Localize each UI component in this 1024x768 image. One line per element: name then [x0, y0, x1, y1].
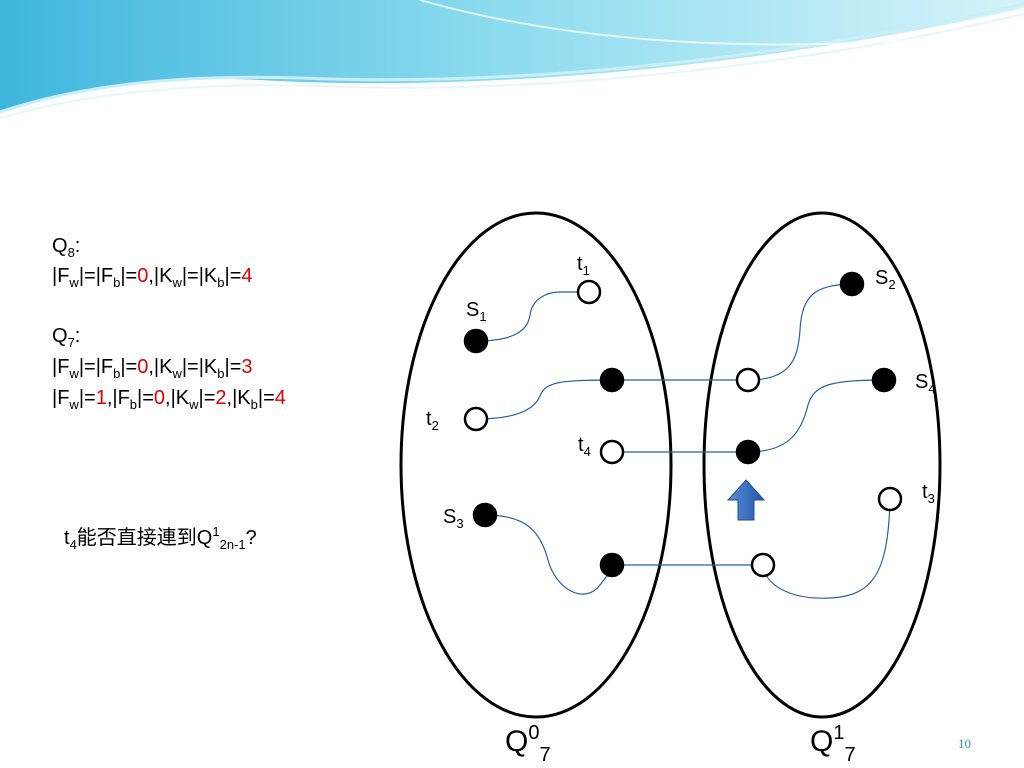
q8-heading: Q8:: [52, 235, 80, 260]
conditions-block: Q8: |Fw|=|Fb|=0,|Kw|=|Kb|=4 Q7: |Fw|=|Fb…: [52, 235, 286, 412]
node-s4: [871, 367, 897, 393]
node-labels: t1 S1 t2 t4 S3 S2 S4 t3: [426, 253, 936, 531]
subcube-left-ellipse: [399, 211, 673, 719]
paths: [475, 283, 891, 599]
page-number: 10: [958, 736, 971, 751]
node-t3: [877, 486, 903, 512]
node-t1: [576, 279, 602, 305]
subcube-right-label: Q17: [810, 722, 856, 766]
node-s1: [463, 328, 489, 354]
node-right-white-2: [750, 552, 776, 578]
path-white-s2: [747, 283, 853, 381]
subcube-right-ellipse: [702, 211, 942, 719]
label-s4: S4: [915, 371, 936, 396]
subcube-left-label: Q07: [505, 722, 551, 766]
path-black-s4: [747, 379, 885, 453]
node-s2: [839, 271, 865, 297]
question-text: t4能否直接連到Q12n-1?: [64, 524, 257, 552]
label-t3: t3: [922, 481, 935, 506]
node-left-black-2: [599, 552, 625, 578]
header-wave: [0, 0, 1024, 119]
q8-counts: |Fw|=|Fb|=0,|Kw|=|Kb|=4: [52, 265, 253, 290]
node-right-white-1: [735, 367, 761, 393]
path-s1-t1: [475, 291, 588, 342]
q7-counts-1: |Fw|=|Fb|=0,|Kw|=|Kb|=3: [52, 356, 253, 381]
node-right-black-1: [735, 439, 761, 465]
label-s3: S3: [443, 506, 464, 531]
label-s1: S1: [466, 299, 487, 324]
node-t4: [599, 439, 625, 465]
path-s3-black: [484, 514, 613, 595]
label-t1: t1: [577, 253, 590, 278]
path-white-t3: [762, 499, 891, 599]
label-t2: t2: [426, 408, 439, 433]
label-t4: t4: [578, 434, 591, 459]
label-s2: S2: [875, 267, 896, 292]
node-t2: [463, 406, 489, 432]
q7-heading: Q7:: [52, 325, 80, 350]
up-arrow-icon: [726, 479, 766, 521]
path-t2-black: [475, 379, 613, 420]
cross-edges: [612, 379, 763, 566]
nodes: [463, 271, 903, 578]
node-s3: [472, 502, 498, 528]
node-left-black-1: [599, 367, 625, 393]
q7-counts-2: |Fw|=1,|Fb|=0,|Kw|=2,|Kb|=4: [52, 387, 286, 412]
